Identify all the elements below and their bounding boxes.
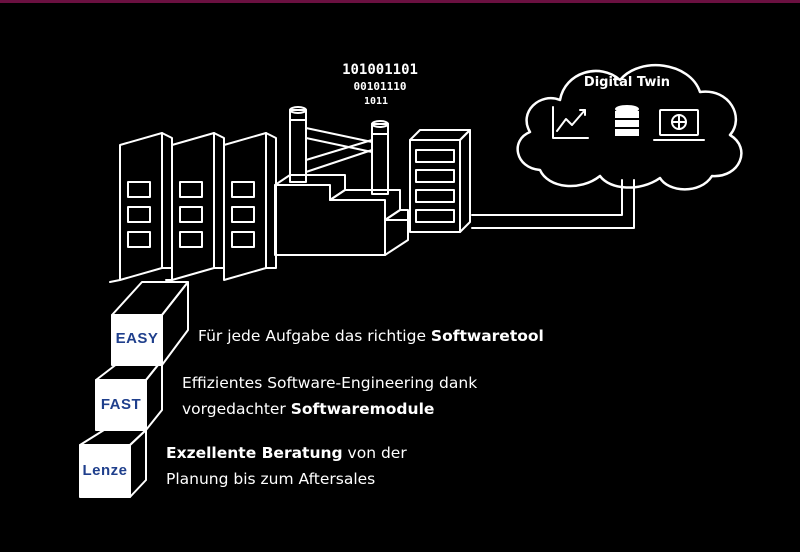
step-fast-text: Effizientes Software-Engineering dank vo… (182, 370, 477, 422)
step-easy-text: Für jede Aufgabe das richtige Softwareto… (198, 323, 544, 349)
step-lenze-line-1-regular: von der (342, 444, 407, 462)
binary-line-3: 1011 (363, 96, 389, 107)
binary-line-1: 101001101 (342, 62, 418, 78)
factory-building (274, 174, 409, 256)
building-1 (119, 132, 173, 281)
cube-label-fast: FAST (100, 396, 142, 413)
cube-fast (95, 359, 163, 431)
top-accent-line (0, 0, 800, 3)
step-fast-line-2-bold: Softwaremodule (290, 400, 435, 418)
binary-line-2: 00101110 (353, 80, 407, 93)
cable (471, 179, 635, 229)
step-fast-line-2: vorgedachter Softwaremodule (182, 396, 477, 422)
cube-easy (111, 281, 189, 366)
cloud-shape (516, 64, 743, 191)
step-easy-text-bold: Softwaretool (430, 327, 544, 345)
cube-label-easy: EASY (115, 330, 159, 347)
chimney-right (371, 120, 389, 195)
laptop-globe-icon (653, 109, 705, 141)
base-lines (109, 279, 173, 283)
step-lenze-line-2: Planung bis zum Aftersales (166, 470, 376, 488)
line-chart-icon (552, 106, 589, 139)
pipes (305, 127, 373, 173)
step-lenze-line-1-bold: Exzellente Beratung (166, 444, 343, 462)
chimney-left (289, 106, 307, 183)
cube-label-lenze: Lenze (82, 462, 128, 479)
step-lenze-line-1: Exzellente Beratung von der (166, 440, 407, 466)
step-fast-line-1: Effizientes Software-Engineering dank (182, 374, 478, 392)
control-cabinet (409, 129, 471, 233)
step-fast-line-2-regular: vorgedachter (182, 400, 291, 418)
database-icon (615, 105, 639, 136)
digital-twin-title: Digital Twin (583, 75, 671, 90)
building-3 (223, 132, 277, 281)
step-lenze-text: Exzellente Beratung von der Planung bis … (166, 440, 407, 492)
building-2 (171, 132, 225, 281)
cube-lenze (79, 429, 147, 498)
step-easy-text-regular: Für jede Aufgabe das richtige (198, 327, 431, 345)
